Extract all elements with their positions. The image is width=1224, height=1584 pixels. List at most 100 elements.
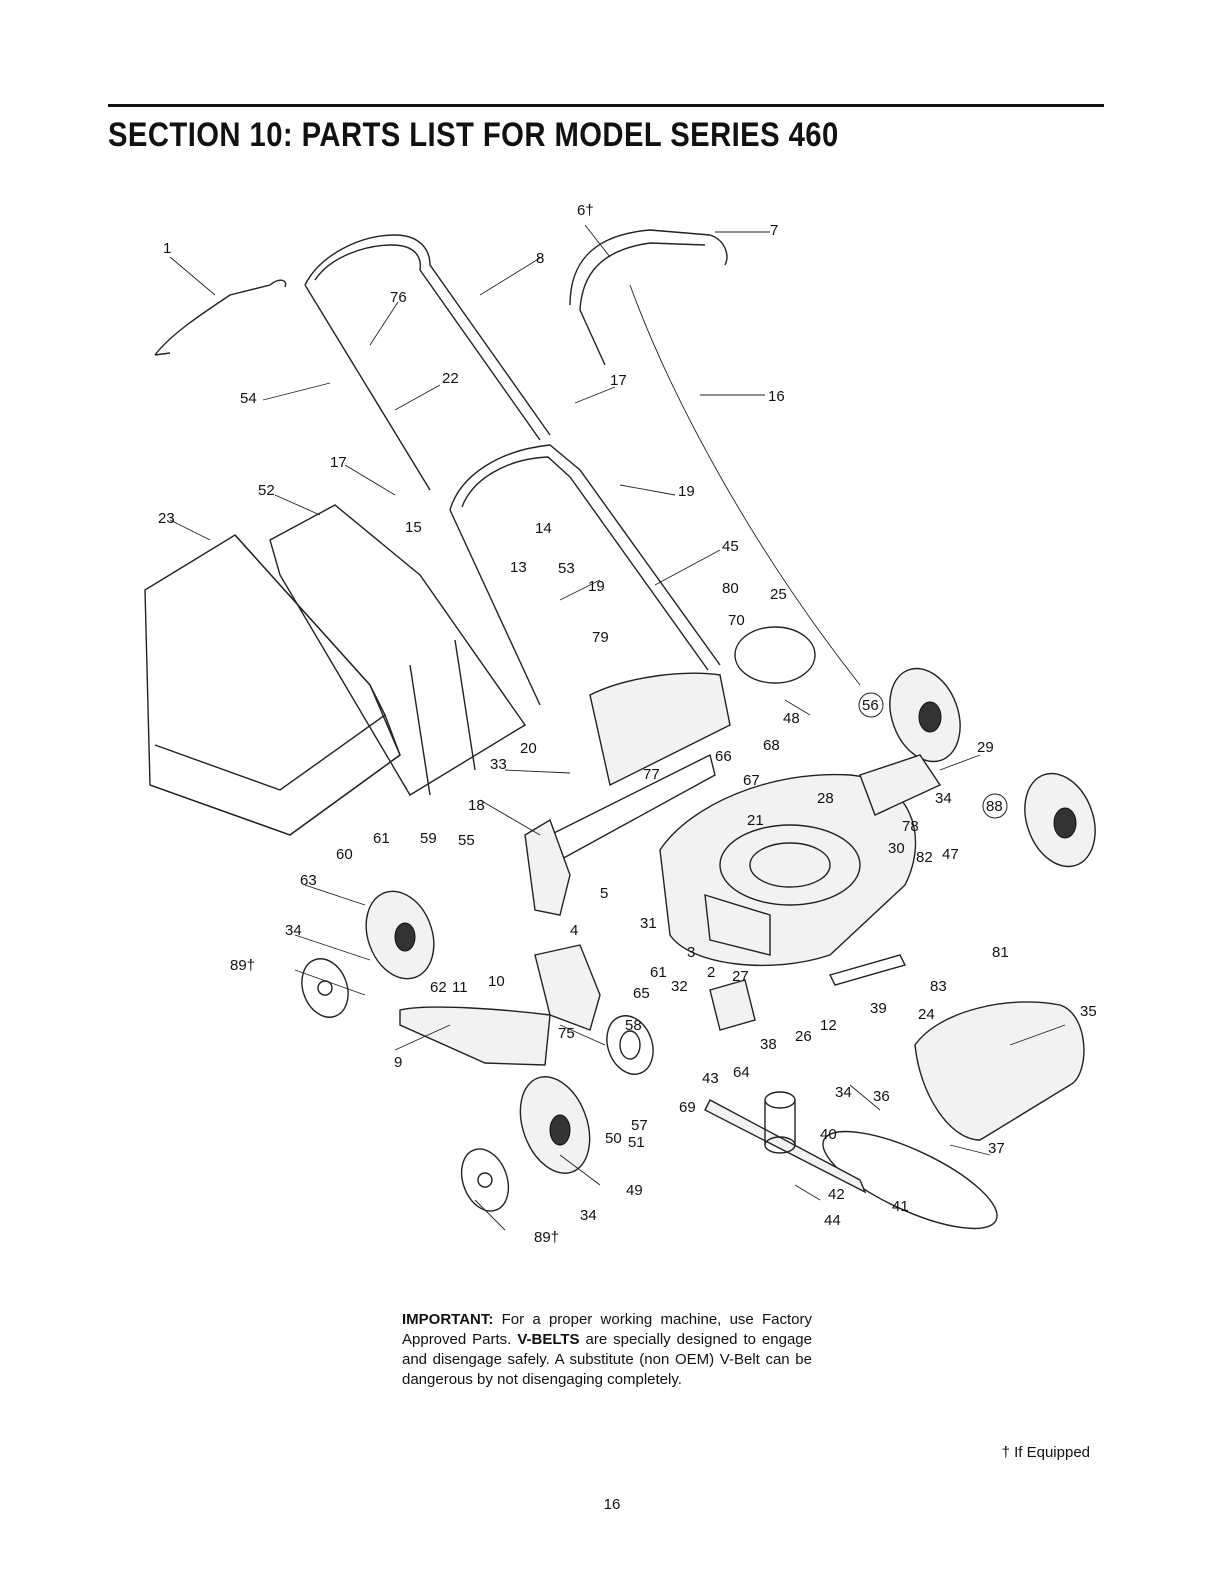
callout: 1	[163, 240, 171, 257]
callout: 38	[760, 1036, 777, 1053]
callout: 49	[626, 1182, 643, 1199]
important-text-1: For a proper working machine, use Factor…	[402, 1311, 812, 1348]
callout: 48	[783, 710, 800, 727]
callout: 56	[862, 697, 879, 714]
callout: 32	[671, 978, 688, 995]
callout: 29	[977, 739, 994, 756]
wheel-right-rear	[1024, 772, 1096, 868]
vbelts-term: V-BELTS	[517, 1331, 580, 1348]
callout: 81	[992, 944, 1009, 961]
callout: 34	[285, 922, 302, 939]
callout: 60	[336, 846, 353, 863]
callout: 63	[300, 872, 317, 889]
callout: 24	[918, 1006, 935, 1023]
callout: 59	[420, 830, 437, 847]
callout: 4	[570, 922, 578, 939]
wheel-right-front	[889, 667, 961, 763]
callout: 66	[715, 748, 732, 765]
callout: 67	[743, 772, 760, 789]
callout: 21	[747, 812, 764, 829]
drive-pulley	[606, 1015, 654, 1075]
callout: 82	[916, 849, 933, 866]
callout: 19	[678, 483, 695, 500]
grass-bag	[144, 534, 401, 836]
lower-handle	[449, 444, 721, 706]
callout: 69	[679, 1099, 696, 1116]
callout: 76	[390, 289, 407, 306]
wheel-left-rear	[519, 1076, 591, 1174]
callout: 39	[870, 1000, 887, 1017]
header-rule	[108, 104, 1104, 107]
callout: 28	[817, 790, 834, 807]
callout: 40	[820, 1126, 837, 1143]
rear-cover	[914, 1001, 1085, 1141]
callout: 22	[442, 370, 459, 387]
callout: 31	[640, 915, 657, 932]
if-equipped-footnote: † If Equipped	[1001, 1444, 1090, 1461]
callout: 34	[935, 790, 952, 807]
callout: 89†	[230, 957, 255, 974]
callout: 19	[588, 578, 605, 595]
callout: 83	[930, 978, 947, 995]
callout: 58	[625, 1017, 642, 1034]
callout: 68	[763, 737, 780, 754]
callout: 78	[902, 818, 919, 835]
rear-axle	[828, 954, 907, 986]
callout: 20	[520, 740, 537, 757]
mulch-plug	[534, 944, 601, 1031]
callout: 13	[510, 559, 527, 576]
important-notice: IMPORTANT: For a proper working machine,…	[402, 1310, 812, 1390]
callout: 15	[405, 519, 422, 536]
callout: 34	[835, 1084, 852, 1101]
callout: 35	[1080, 1003, 1097, 1020]
callout: 25	[770, 586, 787, 603]
rear-ring	[734, 626, 816, 684]
callout: 53	[558, 560, 575, 577]
important-lead: IMPORTANT:	[402, 1311, 494, 1328]
callout: 61	[373, 830, 390, 847]
callout: 44	[824, 1212, 841, 1229]
exploded-parts-diagram: 6† 1 8 7 76 54 22 17 16 17 52 19 23 15 1…	[130, 195, 1110, 1250]
callout: 12	[820, 1017, 837, 1034]
callout: 79	[592, 629, 609, 646]
hubcap-left-rear	[460, 1148, 510, 1212]
callout: 33	[490, 756, 507, 773]
callout: 42	[828, 1186, 845, 1203]
important-text-2: are specially designed to engage and dis…	[402, 1331, 812, 1388]
callout: 50	[605, 1130, 622, 1147]
callout: 8	[536, 250, 544, 267]
callout: 41	[892, 1198, 909, 1215]
callout: 62	[430, 979, 447, 996]
callout: 37	[988, 1140, 1005, 1157]
callout: 10	[488, 973, 505, 990]
callout: 14	[535, 520, 552, 537]
callout: 26	[795, 1028, 812, 1045]
callout: 43	[702, 1070, 719, 1087]
callout: 80	[722, 580, 739, 597]
shift-lever	[154, 279, 287, 356]
callout: 11	[452, 979, 468, 996]
blade-adapter	[764, 1091, 796, 1154]
callout: 18	[468, 797, 485, 814]
blade	[704, 1099, 867, 1194]
callout: 70	[728, 612, 745, 629]
callout: 64	[733, 1064, 750, 1081]
page-title: SECTION 10: PARTS LIST FOR MODEL SERIES …	[108, 116, 839, 154]
side-discharge-chute	[399, 1006, 551, 1066]
callout: 7	[770, 222, 778, 239]
bag-frame	[269, 504, 527, 796]
mower-deck	[659, 773, 917, 967]
callout: 23	[158, 510, 175, 527]
height-adjuster-front	[524, 818, 571, 916]
callout: 57	[631, 1117, 648, 1134]
height-adjuster-rear	[859, 754, 942, 816]
drive-belt	[822, 1130, 998, 1230]
callout: 27	[732, 968, 749, 985]
callout: 89†	[534, 1229, 559, 1246]
callout: 51	[628, 1134, 645, 1151]
callout: 30	[888, 840, 905, 857]
page-number: 16	[603, 1496, 621, 1513]
callout-labels: 6† 1 8 7 76 54 22 17 16 17 52 19 23 15 1…	[158, 202, 1097, 1246]
callout: 88	[986, 798, 1003, 815]
callout: 52	[258, 482, 275, 499]
